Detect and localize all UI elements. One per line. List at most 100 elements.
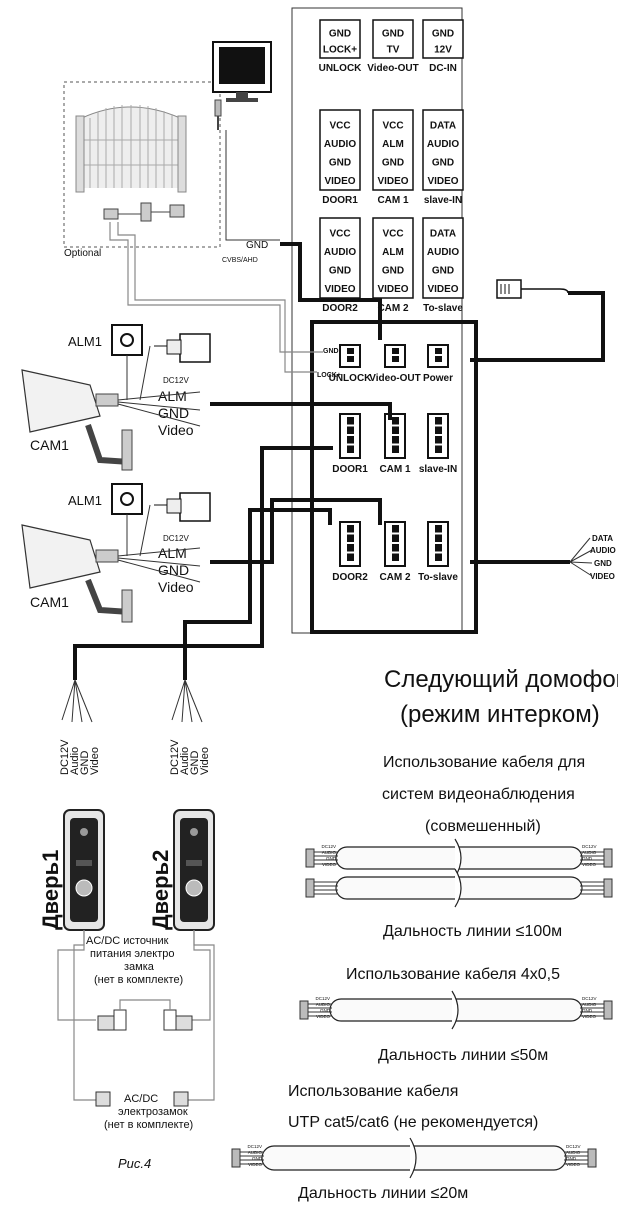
terminal-block-line: GND <box>432 28 454 39</box>
connector-pin <box>347 426 354 434</box>
plug-right <box>587 1148 597 1168</box>
cable2-distance: Дальность линии ≤50м <box>378 1047 548 1064</box>
terminal-block-line: AUDIO <box>324 247 356 258</box>
connector-pin <box>392 417 399 425</box>
plug-pin-label: AUDIO <box>566 1150 581 1155</box>
to-slave-gnd: GND <box>594 559 612 568</box>
connector-pin <box>392 348 399 354</box>
connector-pin <box>347 436 354 444</box>
lock-power-line-1: AC/DC источник <box>86 935 169 947</box>
plug-pin-label: VIDEO <box>322 862 337 867</box>
alm1-label-2: ALM1 <box>68 493 102 508</box>
pin-label-gnd: GND <box>323 348 339 355</box>
plug-right <box>603 848 613 868</box>
plug-pin-label: GND <box>582 856 593 861</box>
connector-pin <box>347 544 354 552</box>
cam2-wire-gnd: GND <box>158 562 189 578</box>
door-panel-1 <box>63 809 105 931</box>
plug-pin-label: DC12V <box>321 844 336 849</box>
monitor-icon <box>212 41 272 130</box>
cable3-title-line-1: Использование кабеля <box>288 1083 458 1100</box>
plug-right <box>603 1000 613 1020</box>
terminal-block-line: GND <box>432 265 454 276</box>
terminal-block-line: TV <box>387 44 400 55</box>
plug-pin-label: VIDEO <box>582 1014 597 1019</box>
connector-pin <box>392 436 399 444</box>
door1-wire-label: DC12V <box>59 739 71 775</box>
lock-label-line-2: электрозамок <box>118 1106 188 1118</box>
connector-pin <box>347 356 354 362</box>
connector-pin <box>347 525 354 533</box>
cable-break <box>451 990 459 1030</box>
terminal-block-caption: DOOR2 <box>322 303 358 314</box>
plug-pin-label: AUDIO <box>582 850 597 855</box>
unlock-wire-gnd <box>109 222 323 353</box>
cable1-distance: Дальность линии ≤100м <box>383 923 562 940</box>
plug-left <box>305 878 315 898</box>
intercom-title-line-2: (режим интерком) <box>400 701 600 728</box>
to-slave-data: DATA <box>592 534 613 543</box>
terminal-block-line: VCC <box>382 120 403 131</box>
connector-label: Video-OUT <box>369 373 420 384</box>
terminal-block-caption: Video-OUT <box>367 63 418 74</box>
cam1-label-2: CAM1 <box>30 594 69 610</box>
terminal-block-line: DATA <box>430 120 456 131</box>
terminal-block-box <box>319 217 361 299</box>
plug-pin-label: VIDEO <box>316 1014 331 1019</box>
connector-label: DOOR2 <box>332 572 368 583</box>
connector-label: To-slave <box>418 572 458 583</box>
camera-1-icon <box>21 369 133 471</box>
connector-label: UNLOCK <box>329 373 373 384</box>
figure-caption: Рис.4 <box>118 1156 151 1171</box>
optional-area-outline <box>63 81 221 248</box>
connector-label: DOOR1 <box>332 464 368 475</box>
cam1-wire-video: Video <box>158 422 194 438</box>
door2-fan <box>171 679 203 723</box>
cam1-trunk <box>210 402 392 420</box>
lock-power-adapter-2 <box>163 1009 193 1031</box>
alm1-label-1: ALM1 <box>68 334 102 349</box>
lock-label-line-3: (нет в комплекте) <box>104 1119 193 1131</box>
terminal-block-line: ALM <box>382 139 404 150</box>
cable2-title: Использование кабеля 4x0,5 <box>346 966 560 983</box>
terminal-block-box <box>422 217 464 299</box>
lock-power-adapter-1 <box>97 1009 127 1031</box>
lock-power-line-2: питания электро <box>90 948 174 960</box>
terminal-block-line: VIDEO <box>377 284 408 295</box>
plug-pin-label: DC12V <box>582 844 597 849</box>
door1-wire-label: Video <box>89 747 101 775</box>
pin-label-lock: LOCK+ <box>317 372 341 379</box>
monitor-cvbs-label: CVBS/AHD <box>222 257 258 264</box>
alarm-sensor-2 <box>111 483 143 515</box>
connector-label: CAM 1 <box>379 464 411 475</box>
terminal-block-line: VIDEO <box>427 176 458 187</box>
cam1-fan-wires <box>117 391 201 427</box>
lock-wire-left-2 <box>73 930 96 1101</box>
plug-pin-label: DC12V <box>582 996 597 1001</box>
plug-left <box>299 1000 309 1020</box>
connector-pin <box>435 348 442 354</box>
plug-pin-label: VIDEO <box>248 1162 263 1167</box>
terminal-block-caption: UNLOCK <box>319 63 363 74</box>
cable1-title-line-3: (совмешенный) <box>425 818 541 835</box>
terminal-block-box <box>319 19 361 59</box>
terminal-block-line: GND <box>329 265 351 276</box>
cable-break <box>454 868 462 908</box>
terminal-block-box <box>319 109 361 191</box>
to-slave-audio: AUDIO <box>590 546 616 555</box>
connector-label: slave-IN <box>419 464 457 475</box>
terminal-block-line: GND <box>382 157 404 168</box>
terminal-block-line: VCC <box>329 228 350 239</box>
door1-trunk <box>73 446 333 680</box>
plug-pin-label: GND <box>320 1008 331 1013</box>
plug-pin-label: GND <box>252 1156 263 1161</box>
connector-pin <box>435 553 442 561</box>
camera-1-adapter <box>154 333 211 363</box>
cam1-wire-alm: ALM <box>158 388 187 404</box>
plug-pin-label: VIDEO <box>566 1162 581 1167</box>
connector-pin <box>435 525 442 533</box>
gate-connectors <box>103 202 185 222</box>
